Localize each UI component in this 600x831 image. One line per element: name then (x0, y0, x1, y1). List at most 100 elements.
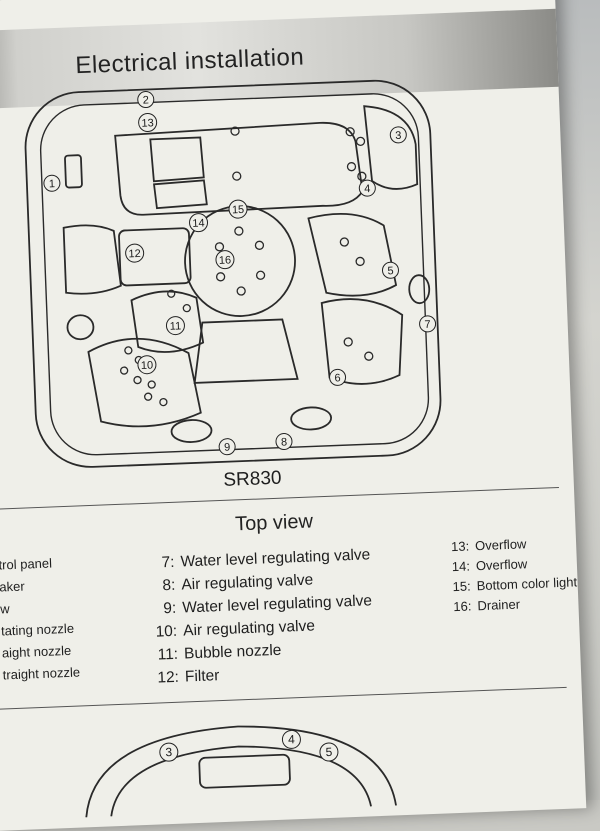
svg-text:3: 3 (395, 130, 402, 142)
right-seat-upper (307, 213, 398, 297)
callout-6: 6 (329, 368, 347, 386)
jet (339, 237, 350, 247)
svg-text:12: 12 (128, 248, 141, 260)
jet (133, 375, 142, 385)
svg-text:15: 15 (232, 204, 245, 216)
section-title: Top view (234, 510, 314, 536)
jet (357, 171, 367, 181)
jet (355, 256, 365, 267)
spa-outer-shell (24, 79, 442, 468)
left-side-light (66, 314, 95, 341)
jet (215, 272, 226, 282)
callout-3-bottom: 3 (159, 742, 179, 762)
left-seat (62, 224, 122, 295)
lounger-pillow (149, 136, 205, 183)
jet (364, 351, 374, 361)
legend-middle: 7:Water level regulating valve 8:Air reg… (144, 546, 375, 693)
callout-15: 15 (228, 199, 248, 219)
jet (159, 397, 168, 407)
model-label: SR830 (223, 467, 282, 491)
svg-text:10: 10 (141, 359, 154, 371)
jet (236, 286, 246, 296)
jet (346, 162, 357, 172)
spa-inner-shell (39, 93, 430, 456)
legend-item: trol panel (0, 555, 53, 573)
jet (234, 226, 244, 236)
bottom-center-seat (193, 318, 299, 384)
legend-right: 13:Overflow 14:Overflow 15:Bottom color … (441, 534, 578, 619)
callout-4: 4 (358, 179, 376, 197)
svg-text:13: 13 (141, 117, 154, 129)
round-spa-inner (110, 745, 372, 817)
svg-text:4: 4 (288, 732, 296, 746)
jet (230, 126, 240, 136)
seat-11 (130, 290, 205, 353)
svg-text:2: 2 (143, 94, 150, 106)
callout-3: 3 (389, 126, 407, 144)
right-side-light (408, 274, 431, 305)
round-spa-panel (198, 753, 291, 789)
jet (167, 289, 176, 298)
callout-10: 10 (137, 355, 157, 375)
divider-top (0, 486, 559, 510)
divider-bottom (0, 686, 567, 710)
svg-text:5: 5 (387, 265, 394, 277)
right-lounger (363, 105, 419, 190)
callout-4-bottom: 4 (281, 729, 301, 749)
callout-7: 7 (419, 315, 437, 333)
svg-text:6: 6 (334, 372, 341, 384)
round-spa-outline (85, 725, 397, 818)
callout-8: 8 (275, 433, 293, 451)
svg-text:7: 7 (424, 319, 431, 331)
callout-13: 13 (138, 112, 158, 132)
legend-item: aker (0, 578, 25, 595)
svg-text:5: 5 (325, 745, 333, 759)
control-panel (64, 154, 83, 189)
jet (144, 392, 153, 401)
callout-9: 9 (218, 438, 236, 456)
callout-14: 14 (189, 213, 209, 233)
callout-1: 1 (43, 174, 61, 192)
callout-5: 5 (381, 261, 399, 279)
svg-text:11: 11 (170, 320, 182, 332)
callout-11: 11 (165, 316, 185, 336)
svg-text:16: 16 (219, 254, 232, 266)
svg-text:14: 14 (192, 217, 205, 229)
svg-text:1: 1 (49, 178, 56, 190)
jet (255, 270, 266, 280)
jet (119, 366, 129, 375)
jet (182, 303, 191, 313)
jet (355, 136, 366, 146)
legend-item: w (0, 601, 10, 617)
manual-page: Electrical installation (0, 0, 587, 831)
svg-text:4: 4 (364, 183, 371, 195)
lounger-pillow (153, 179, 208, 210)
callout-12: 12 (125, 243, 145, 263)
legend-item: 16:Drainer (453, 596, 521, 615)
next-diagram-partial: 3 4 5 (85, 725, 397, 818)
jet (124, 346, 133, 355)
callout-16: 16 (215, 250, 235, 270)
legend-item: aight nozzle (1, 642, 72, 661)
callout-2: 2 (137, 91, 155, 109)
jet (147, 380, 156, 389)
bottom-left-seat (87, 337, 202, 428)
svg-text:3: 3 (165, 745, 173, 759)
bottom-light-right (290, 406, 333, 431)
spa-top-view-diagram: 1 2 3 4 5 6 7 8 9 10 11 12 13 14 15 16 (24, 79, 442, 468)
svg-text:8: 8 (281, 436, 288, 448)
filter-housing (118, 227, 192, 287)
lounger-seat (114, 121, 364, 216)
right-seat-lower (320, 298, 404, 385)
legend-left: trol panel aker w tating nozzle aight no… (0, 555, 81, 690)
legend-item: traight nozzle (2, 664, 81, 683)
bottom-light-left (170, 419, 213, 443)
jet (254, 240, 265, 250)
callout-5-bottom: 5 (319, 742, 339, 762)
jet (345, 127, 355, 137)
svg-text:9: 9 (224, 442, 231, 454)
legend-item: tating nozzle (0, 620, 75, 639)
jet (232, 171, 242, 181)
jet (214, 242, 225, 252)
jet (343, 337, 353, 347)
